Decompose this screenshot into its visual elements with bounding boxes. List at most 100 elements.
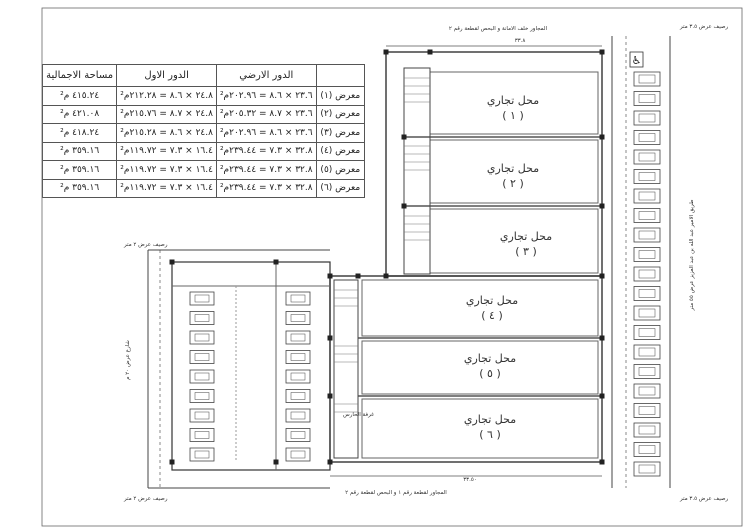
column-marker [599, 459, 605, 465]
parking-stall [189, 330, 215, 345]
table-header: مساحة الاجمالية [41, 64, 118, 87]
parking-stall [633, 325, 661, 340]
column-marker [599, 335, 605, 341]
sheet-border [41, 7, 743, 527]
parking-stall [633, 71, 661, 87]
right-street-label: طريق الامير عبد الله بن عبد العزيز عرض ٥… [689, 200, 695, 312]
row-total: ٤١٨.٢٤ م² [41, 123, 118, 143]
column-marker [273, 459, 279, 465]
shop-number: ( ٥ ) [479, 367, 501, 380]
parking-stall [633, 461, 661, 477]
parking-stall [633, 208, 661, 223]
table-row: معرض (٤) ٣٢.٨ × ٧.٣ = ٢٣٩.٤٤م² ١٦.٤ × ٧.… [41, 141, 366, 161]
column-marker [383, 49, 389, 55]
bottom-dimension-label: ٣٣.٥٠ [463, 477, 477, 483]
parking-stall [633, 422, 661, 438]
left-top-sidewalk-label: رصيف عرض ٢ متر [123, 242, 168, 248]
left-street-label: شارع عرض ٢٠ م [125, 340, 131, 380]
parking-stall [285, 330, 311, 345]
parking-stall [189, 311, 215, 325]
top-neighbor-label: المجاور خلف الامانة و البحص لقطعة رقم ٢ [449, 26, 548, 32]
row-first: ١٦.٤ × ٧.٣ = ١١٩.٧٢م² [116, 141, 217, 161]
shop-number: ( ١ ) [502, 109, 524, 122]
parking-stall [633, 286, 661, 301]
parking-stall [285, 389, 311, 403]
row-total: ٣٥٩.١٦ م² [41, 160, 118, 180]
column-marker [327, 335, 333, 341]
bottom-right-sidewalk-label: رصيف عرض ٣.٥ متر [679, 496, 729, 502]
row-name: معرض (٦) [315, 178, 366, 198]
shop-number: ( ٣ ) [515, 245, 537, 258]
column-marker [599, 273, 605, 279]
column-marker [273, 259, 279, 265]
column-marker [327, 393, 333, 399]
table-row: معرض (٢) ٢٣.٦ × ٨.٧ = ٢٠٥.٣٢م² ٢٤.٨ × ٨.… [41, 104, 366, 124]
parking-stall [285, 311, 311, 325]
shop-number: ( ٤ ) [481, 309, 503, 322]
parking-stall [189, 369, 215, 384]
parking-stall [285, 408, 311, 423]
parking-stall [189, 428, 215, 442]
parking-stall [285, 447, 311, 462]
table-header: الدور الاول [116, 64, 217, 87]
table-header [315, 64, 366, 87]
column-marker [169, 259, 175, 265]
parking-stall [633, 247, 661, 262]
shop-room [361, 279, 599, 337]
shop-room [361, 340, 599, 395]
shop-label: محل تجاري [500, 230, 552, 243]
row-first: ٢٤.٨ × ٨.٦ = ٢١٥.٢٨م² [116, 123, 217, 143]
table-row: معرض (٣) ٢٣.٦ × ٨.٦ = ٢٠٢.٩٦م² ٢٤.٨ × ٨.… [41, 123, 366, 143]
shop-label: محل تجاري [487, 162, 539, 175]
shop-number: ( ٢ ) [502, 177, 524, 190]
parking-stall [189, 291, 215, 306]
parking-stall [189, 350, 215, 364]
column-marker [401, 134, 407, 140]
parking-stall [189, 389, 215, 403]
row-ground: ٣٢.٨ × ٧.٣ = ٢٣٩.٤٤م² [215, 178, 317, 198]
area-schedule-table: الدور الارضي الدور الاول مساحة الاجمالية… [41, 64, 366, 198]
row-total: ٤٢١.٠٨ م² [41, 104, 118, 124]
parking-stall [633, 130, 661, 145]
table-header-row: الدور الارضي الدور الاول مساحة الاجمالية [41, 64, 366, 87]
parking-stall [189, 447, 215, 462]
column-marker [383, 273, 389, 279]
shop-room [361, 398, 599, 459]
parking-stall [633, 149, 661, 165]
parking-stall [285, 369, 311, 384]
row-ground: ٢٣.٦ × ٨.٦ = ٢٠٢.٩٦م² [215, 123, 317, 143]
parking-stall [633, 305, 661, 321]
row-first: ٢٤.٨ × ٨.٧ = ٢١٥.٧٦م² [116, 104, 217, 124]
accessible-parking-icon: ♿ [629, 51, 644, 68]
column-marker [427, 49, 433, 55]
row-total: ٣٥٩.١٦ م² [41, 178, 118, 198]
shop-number: ( ٦ ) [479, 428, 501, 441]
svg-text:♿: ♿ [632, 54, 642, 67]
parking-stall [285, 350, 311, 364]
row-name: معرض (٣) [315, 123, 366, 143]
row-ground: ٣٢.٨ × ٧.٣ = ٢٣٩.٤٤م² [215, 141, 317, 161]
row-ground: ٣٢.٨ × ٧.٣ = ٢٣٩.٤٤م² [215, 160, 317, 180]
top-dimension-label: ٣٣.٨ [515, 38, 526, 44]
row-name: معرض (٥) [315, 160, 366, 180]
shop-label: محل تجاري [464, 352, 516, 365]
row-first: ١٦.٤ × ٧.٣ = ١١٩.٧٢م² [116, 178, 217, 198]
row-total: ٣٥٩.١٦ م² [41, 141, 118, 161]
column-marker [327, 459, 333, 465]
guard-room-label: غرفة الحارس [343, 412, 374, 418]
shop-label: محل تجاري [464, 413, 516, 426]
parking-stall [633, 188, 661, 204]
parking-stall [633, 91, 661, 106]
parking-stall [189, 408, 215, 423]
parking-stall [633, 266, 661, 282]
column-marker [599, 49, 605, 55]
parking-stall [633, 227, 661, 243]
shop-label: محل تجاري [466, 294, 518, 307]
table-row: معرض (٦) ٣٢.٨ × ٧.٣ = ٢٣٩.٤٤م² ١٦.٤ × ٧.… [41, 178, 366, 198]
column-marker [327, 273, 333, 279]
parking-stall [633, 364, 661, 379]
column-marker [599, 134, 605, 140]
column-marker [599, 393, 605, 399]
parking-stall [633, 383, 661, 399]
